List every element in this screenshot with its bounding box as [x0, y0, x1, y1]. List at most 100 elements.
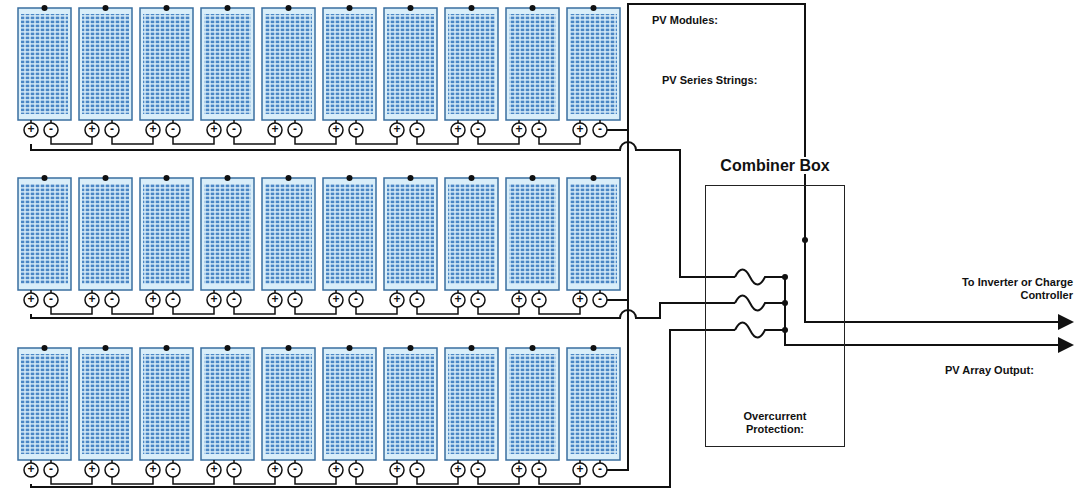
terminal-circle [349, 123, 363, 137]
pv-module [567, 178, 620, 290]
series-link [234, 137, 275, 144]
pv-module [445, 178, 498, 290]
terminal-circle [512, 463, 526, 477]
pv-module [506, 178, 559, 290]
pv-module [384, 348, 437, 460]
terminal-circle [471, 123, 485, 137]
terminal-sign: + [574, 123, 587, 136]
series-link [417, 137, 458, 144]
terminal-sign: + [86, 123, 99, 136]
pv-module [201, 348, 254, 460]
module-dot [591, 175, 597, 181]
cell-grid [143, 184, 190, 284]
pv-module [323, 348, 376, 460]
series-link [478, 307, 519, 314]
terminal-sign: - [533, 463, 546, 476]
pv-module [262, 178, 315, 290]
terminal-sign: + [330, 463, 343, 476]
box-title: Combiner Box [717, 157, 832, 174]
box-note-wrap: Overcurrent Protection: [726, 410, 824, 436]
terminal-sign: + [147, 463, 160, 476]
terminal-sign: - [289, 123, 302, 136]
cell-grid [509, 184, 556, 284]
series-link [478, 137, 519, 144]
series-link [173, 307, 214, 314]
terminal-circle [146, 293, 160, 307]
terminal-circle [410, 463, 424, 477]
series-link [173, 477, 214, 484]
terminal-sign: + [25, 123, 38, 136]
terminal-circle [44, 123, 58, 137]
cell-grid [204, 354, 251, 454]
terminal-circle [166, 463, 180, 477]
terminal-sign: + [269, 463, 282, 476]
terminal-sign: - [411, 293, 424, 306]
terminal-circle [85, 293, 99, 307]
cell-grid [326, 354, 373, 454]
terminal-circle [85, 123, 99, 137]
terminal-sign: + [513, 123, 526, 136]
terminal-circle [105, 463, 119, 477]
series-link [112, 307, 153, 314]
terminal-sign: - [472, 123, 485, 136]
module-dot [286, 345, 292, 351]
module-dot [530, 175, 536, 181]
cell-grid [448, 184, 495, 284]
series-link [295, 307, 336, 314]
terminal-circle [227, 293, 241, 307]
terminal-sign: - [411, 463, 424, 476]
pv-module [140, 178, 193, 290]
terminal-sign: + [330, 293, 343, 306]
terminal-sign: - [350, 463, 363, 476]
pv-module [445, 8, 498, 120]
pv-module [140, 8, 193, 120]
terminal-sign: - [106, 463, 119, 476]
terminal-sign: - [594, 293, 607, 306]
pv-module [79, 178, 132, 290]
terminal-sign: - [411, 123, 424, 136]
module-dot [225, 175, 231, 181]
terminal-sign: + [208, 293, 221, 306]
label: PV Series Strings: [662, 74, 757, 87]
cell-grid [448, 14, 495, 114]
terminal-sign: + [208, 123, 221, 136]
pv-module [18, 348, 71, 460]
series-link [295, 137, 336, 144]
terminal-circle [227, 463, 241, 477]
pv-module [506, 8, 559, 120]
module-dot [347, 345, 353, 351]
terminal-sign: - [594, 123, 607, 136]
terminal-sign: + [513, 463, 526, 476]
terminal-circle [268, 123, 282, 137]
terminal-sign: + [147, 123, 160, 136]
cell-grid [509, 354, 556, 454]
fuse-symbol [735, 270, 785, 285]
module-dot [42, 5, 48, 11]
fuse-symbol [735, 296, 785, 311]
terminal-sign: + [86, 293, 99, 306]
cell-grid [387, 354, 434, 454]
series-link [234, 307, 275, 314]
series-link [51, 307, 92, 314]
terminal-sign: - [289, 463, 302, 476]
terminal-circle [451, 123, 465, 137]
cell-grid [82, 14, 129, 114]
module-dot [286, 5, 292, 11]
pv-module [567, 348, 620, 460]
junction-dot [782, 274, 788, 280]
terminal-sign: - [167, 123, 180, 136]
terminal-sign: - [472, 463, 485, 476]
series-link [478, 477, 519, 484]
cell-grid [82, 354, 129, 454]
terminal-circle [44, 293, 58, 307]
terminal-circle [573, 463, 587, 477]
terminal-circle [166, 123, 180, 137]
series-link [112, 137, 153, 144]
cell-grid [143, 14, 190, 114]
cell-grid [204, 14, 251, 114]
cell-grid [265, 184, 312, 284]
terminal-sign: + [269, 123, 282, 136]
terminal-sign: - [533, 293, 546, 306]
pv-module [201, 178, 254, 290]
